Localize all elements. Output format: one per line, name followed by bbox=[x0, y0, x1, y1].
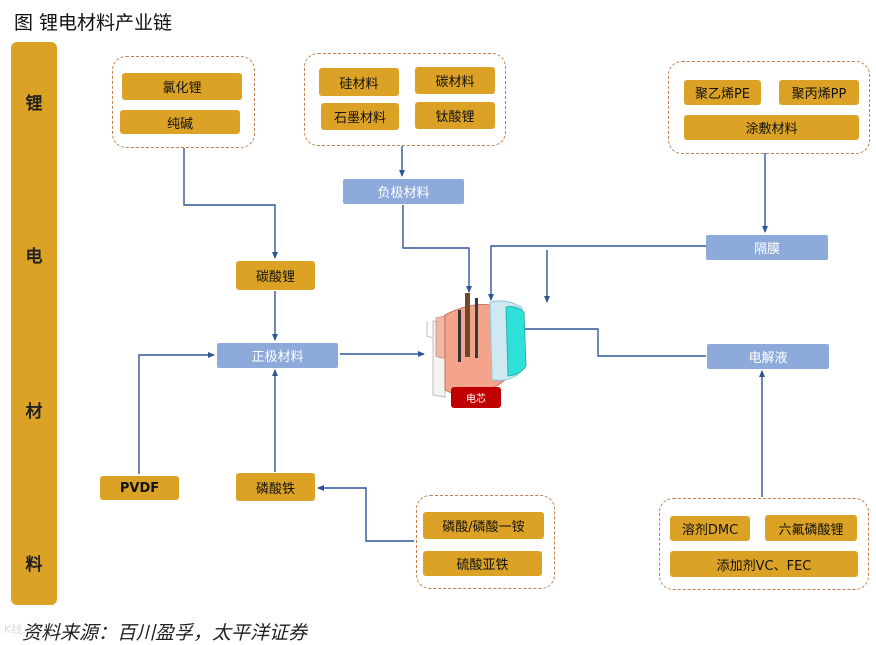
lithium-carbonate-box: 碳酸锂 bbox=[236, 261, 315, 290]
arrow-separator-to-cell bbox=[488, 245, 706, 301]
lithium-hexafluorophosphate-box: 六氟磷酸锂 bbox=[765, 515, 857, 541]
iron-phosphate-box: 磷酸铁 bbox=[236, 473, 315, 501]
battery-cell-illustration bbox=[426, 293, 527, 398]
arrow-anode-to-cell bbox=[402, 205, 472, 293]
sidebar-label: 锂 电 材 料 bbox=[11, 42, 57, 605]
sidebar-char: 材 bbox=[25, 402, 43, 422]
electrolyte-box: 电解液 bbox=[707, 344, 829, 369]
pvdf-box: PVDF bbox=[100, 476, 179, 500]
electrolyte-raw-materials-group: 溶剂DMC 六氟磷酸锂 添加剂VC、FEC bbox=[659, 498, 869, 590]
cathode-material-box: 正极材料 bbox=[217, 343, 338, 368]
ferrous-sulfate-box: 硫酸亚铁 bbox=[423, 551, 542, 576]
anode-raw-materials-group: 硅材料 碳材料 石墨材料 钛酸锂 bbox=[304, 53, 506, 146]
watermark: K线… bbox=[4, 623, 34, 636]
soda-ash-box: 纯碱 bbox=[120, 110, 240, 134]
coating-material-box: 涂敷材料 bbox=[684, 115, 859, 140]
sidebar-char: 锂 bbox=[25, 94, 43, 114]
separator-box: 隔膜 bbox=[706, 235, 828, 260]
carbon-material-box: 碳材料 bbox=[415, 67, 495, 94]
cathode-raw-materials-group: 氯化锂 纯碱 bbox=[112, 56, 255, 148]
page-title: 图 锂电材料产业链 bbox=[14, 12, 173, 34]
arrow-pvdf-to-cathode bbox=[138, 352, 215, 474]
sidebar-char: 料 bbox=[25, 555, 43, 575]
battery-cell-label: 电芯 bbox=[451, 387, 501, 408]
polypropylene-box: 聚丙烯PP bbox=[779, 80, 859, 105]
phosphoric-acid-box: 磷酸/磷酸一铵 bbox=[423, 512, 544, 539]
source-note: 资料来源：百川盈孚，太平洋证券 bbox=[22, 622, 308, 644]
anode-material-box: 负极材料 bbox=[343, 179, 464, 204]
silicon-material-box: 硅材料 bbox=[319, 68, 399, 96]
sidebar-char: 电 bbox=[25, 247, 43, 267]
arrow-cathode-raw-to-li2co3 bbox=[183, 148, 278, 259]
arrow-electrolyte-to-cell bbox=[486, 326, 706, 357]
polyethylene-box: 聚乙烯PE bbox=[684, 80, 761, 105]
graphite-material-box: 石墨材料 bbox=[321, 103, 399, 130]
dmc-solvent-box: 溶剂DMC bbox=[670, 516, 750, 541]
lithium-chloride-box: 氯化锂 bbox=[122, 73, 242, 100]
arrow-lfp-raw-to-lfp bbox=[317, 485, 414, 542]
iron-phosphate-raw-materials-group: 磷酸/磷酸一铵 硫酸亚铁 bbox=[416, 495, 555, 589]
additives-box: 添加剂VC、FEC bbox=[670, 551, 858, 577]
lithium-titanate-box: 钛酸锂 bbox=[415, 102, 495, 129]
separator-raw-materials-group: 聚乙烯PE 聚丙烯PP 涂敷材料 bbox=[668, 61, 870, 154]
